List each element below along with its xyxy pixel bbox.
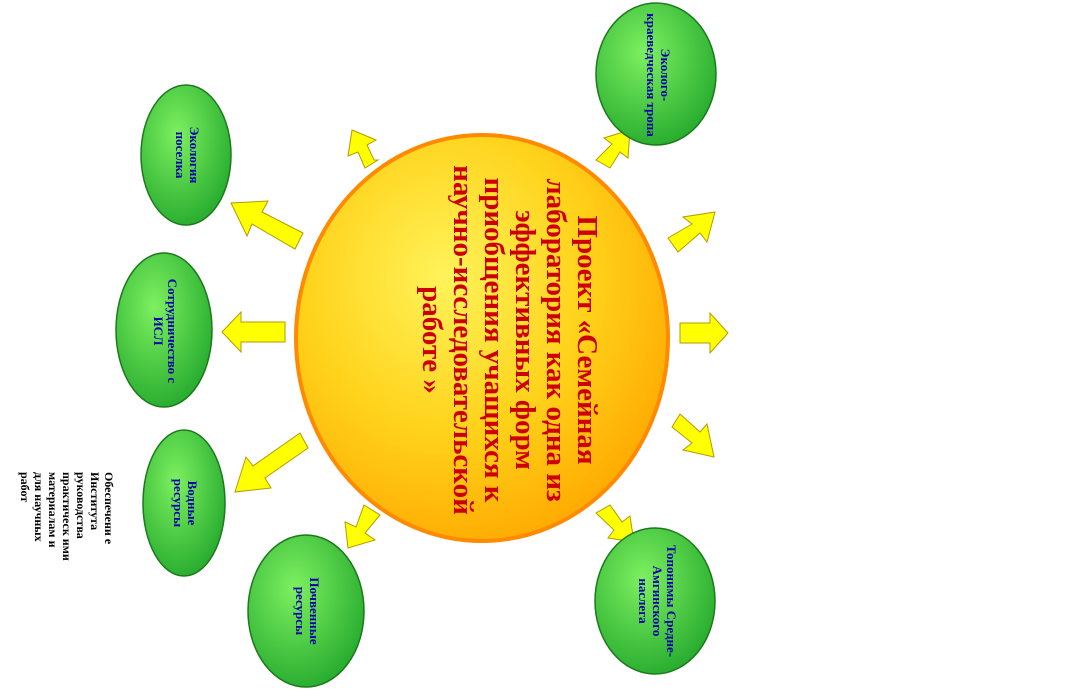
node-label-soil: Почвенные ресурсы	[293, 577, 322, 645]
node-label-toponyms: Топонимы Средне-Амгинского наслега	[636, 544, 679, 658]
arrow-to-toponyms	[595, 504, 635, 543]
node-isl-circle	[115, 252, 213, 408]
center-title: Проект «Семейная лаборатория как одна из…	[416, 165, 603, 515]
node-label-isl: Сотрудничество с ИСЛ	[151, 278, 180, 384]
arrow-right-down	[671, 413, 715, 458]
arrow-to-water	[234, 432, 309, 493]
arrow-to-soil	[344, 504, 381, 549]
node-label-water: Водные ресурсы	[171, 478, 200, 528]
arrow-top	[347, 129, 380, 169]
node-label-village: Экология поселка	[173, 126, 202, 184]
arrow-to-village	[230, 200, 304, 250]
side-note: Обеспечени е Института руководства практ…	[18, 472, 116, 561]
node-soil-circle	[247, 534, 365, 688]
node-water-circle	[142, 429, 226, 577]
node-label-ecotrail: Эколого-краеведческая тропа	[644, 13, 673, 137]
node-ecotrail-circle	[595, 2, 717, 146]
arrow-to-ecotrail	[595, 129, 631, 169]
node-toponyms-circle	[594, 527, 716, 675]
arrow-right	[679, 311, 729, 355]
arrow-to-isl	[221, 310, 286, 354]
node-village-circle	[140, 84, 232, 226]
center-circle	[294, 133, 670, 543]
arrow-right-up	[667, 211, 716, 253]
